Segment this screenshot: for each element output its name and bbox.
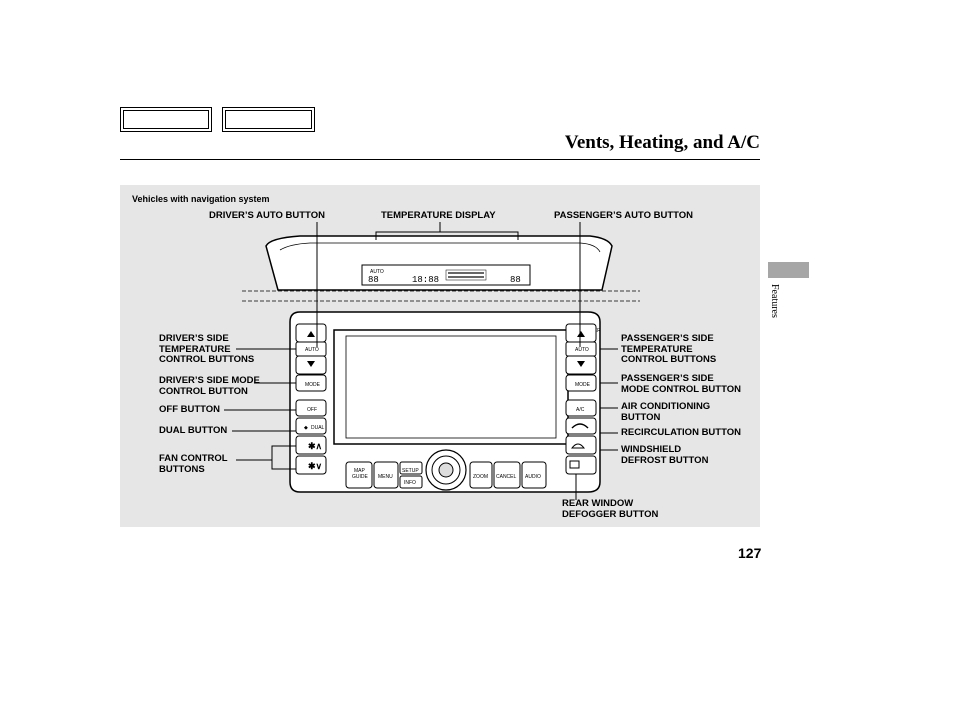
figure-caption: Vehicles with navigation system [132, 194, 270, 204]
zoom-label: ZOOM [473, 474, 488, 480]
joystick-icon [438, 462, 454, 478]
ac-label: A/C [576, 407, 585, 413]
callout-drivers-temp: DRIVER’S SIDE TEMPERATURE CONTROL BUTTON… [159, 333, 255, 365]
off-button [295, 399, 327, 417]
down-arrow-icon [307, 361, 315, 367]
ac-button [565, 399, 597, 417]
passenger-mode-button [565, 374, 597, 392]
nav-button-2[interactable] [222, 107, 315, 132]
recirculation-button [565, 417, 597, 435]
svg-text:◆: ◆ [304, 425, 308, 431]
driver-mode-label: MODE [305, 382, 321, 388]
recirculation-icon [571, 423, 589, 429]
callout-dual-button: DUAL BUTTON [159, 425, 228, 436]
side-tab-marker [768, 262, 809, 278]
passenger-auto-label: AUTO [575, 347, 589, 353]
callout-fan-control: FAN CONTROL BUTTONS [159, 453, 228, 475]
info-button [399, 475, 423, 489]
menu-label: MENU [378, 474, 393, 480]
callout-rear-defogger: REAR WINDOW DEFOGGER BUTTON [562, 498, 659, 520]
passenger-mode-label: MODE [575, 382, 591, 388]
info-label: INFO [404, 480, 416, 486]
fan-down-icon: ✱∨ [308, 461, 322, 471]
nav-button-1[interactable] [120, 107, 212, 132]
navigation-screen [333, 329, 569, 445]
display-clock: 18:88 [412, 275, 439, 285]
dual-label: DUAL [311, 425, 325, 431]
display-right-temp: 88 [510, 275, 521, 285]
callout-passengers-auto-button: PASSENGER’S AUTO BUTTON [554, 210, 693, 221]
setup-label: SETUP [402, 468, 419, 474]
setup-button [399, 461, 423, 475]
fan-up-icon: ✱∧ [308, 441, 322, 451]
map-guide-button [345, 461, 373, 489]
callout-temperature-display: TEMPERATURE DISPLAY [381, 210, 496, 221]
display-auto-small: AUTO [370, 269, 384, 275]
cancel-label: CANCEL [496, 474, 517, 480]
fan-down-button [295, 455, 327, 475]
up-arrow-icon [307, 331, 315, 337]
callout-passengers-mode: PASSENGER’S SIDE MODE CONTROL BUTTON [621, 373, 741, 395]
callout-windshield-defrost: WINDSHIELD DEFROST BUTTON [621, 444, 709, 466]
callout-recirculation: RECIRCULATION BUTTON [621, 427, 741, 438]
dual-button [295, 417, 327, 435]
callout-drivers-auto-button: DRIVER’S AUTO BUTTON [209, 210, 325, 221]
callout-off-button: OFF BUTTON [159, 404, 221, 415]
rear-defogger-icon [569, 460, 580, 469]
fan-up-button [295, 435, 327, 455]
cancel-button [493, 461, 521, 489]
title-rule [120, 159, 760, 160]
page-title: Vents, Heating, and A/C [564, 132, 760, 153]
windshield-defrost-icon [570, 443, 586, 449]
display-left-temp: 88 [368, 275, 379, 285]
audio-button [521, 461, 547, 489]
driver-auto-label: AUTO [305, 347, 319, 353]
callout-passengers-temp: PASSENGER’S SIDE TEMPERATURE CONTROL BUT… [621, 333, 717, 365]
zoom-button [469, 461, 493, 489]
audio-label: AUDIO [525, 474, 541, 480]
off-label: OFF [307, 407, 317, 413]
callout-drivers-mode: DRIVER’S SIDE MODE CONTROL BUTTON [159, 375, 260, 397]
svg-text:MAP: MAP [354, 468, 366, 474]
page-number: 127 [738, 545, 762, 561]
menu-button [373, 461, 399, 489]
callout-air-conditioning: AIR CONDITIONING BUTTON [621, 401, 711, 423]
svg-text:GUIDE: GUIDE [352, 474, 369, 480]
side-tab-label: Features [769, 284, 780, 318]
